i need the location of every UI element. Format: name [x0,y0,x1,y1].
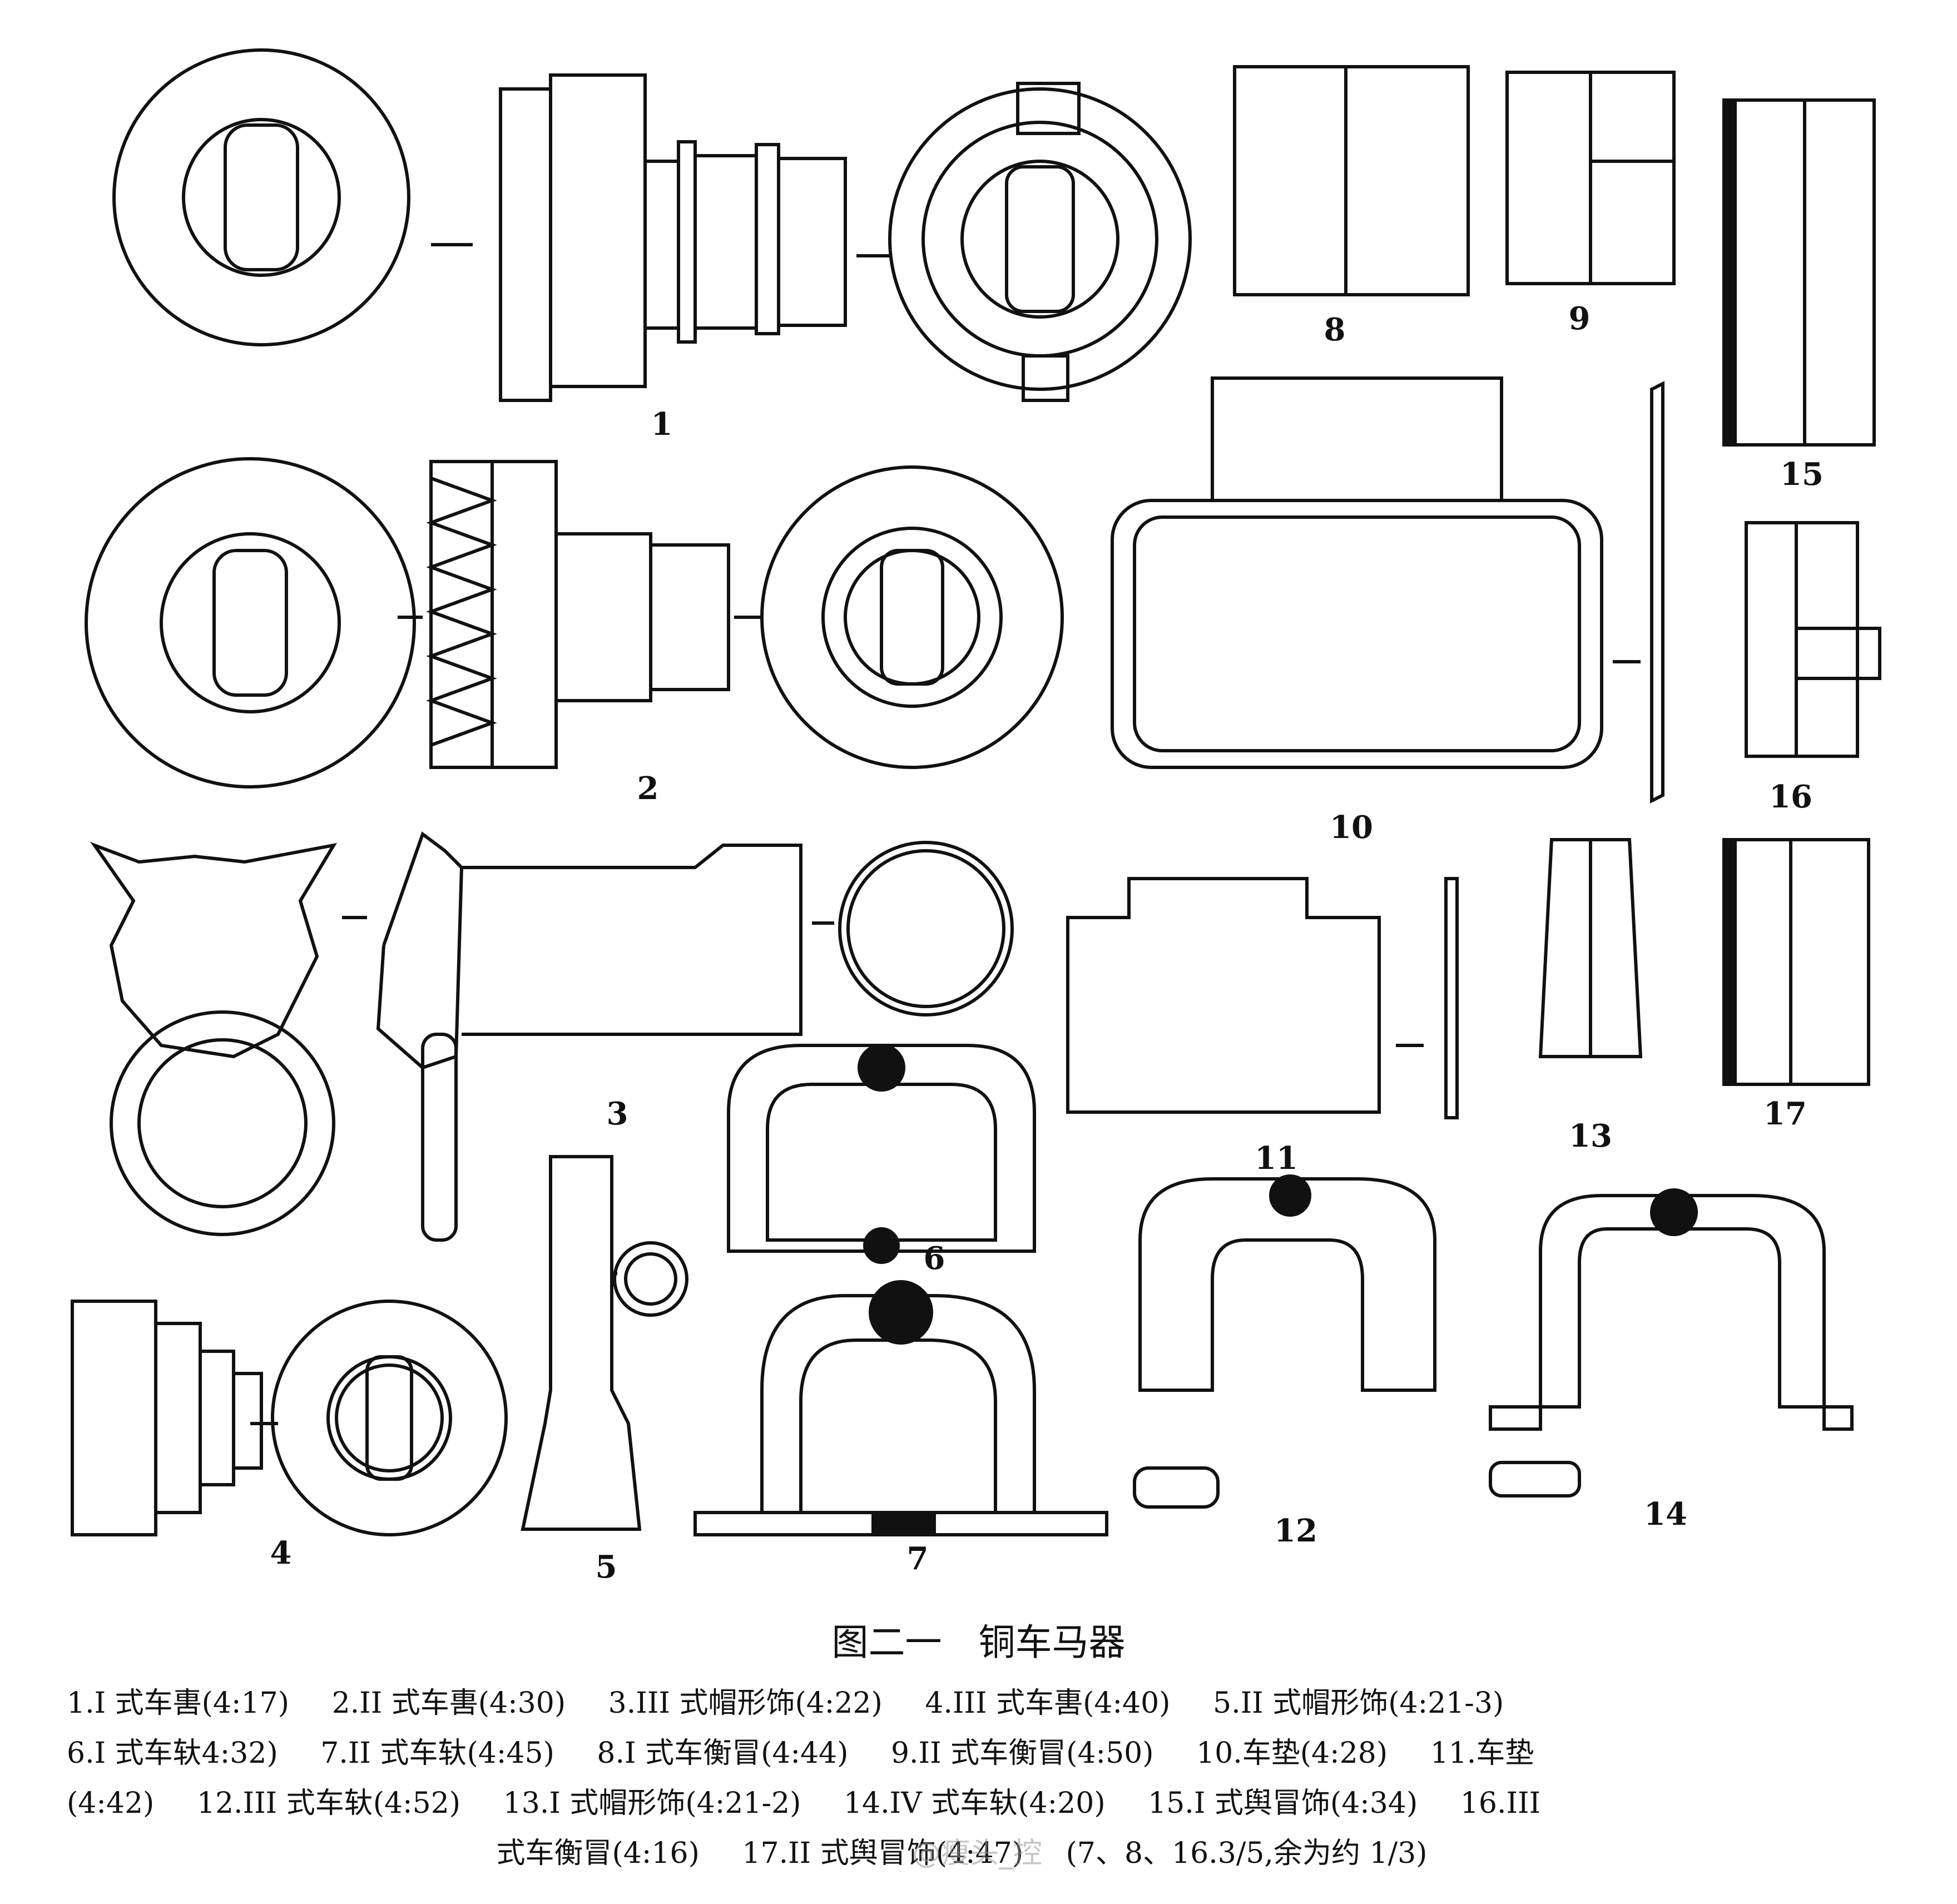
label-16: 16 [1769,779,1812,815]
caption-entry: 12.III 式车轪(4:52) [196,1787,461,1820]
caption-entry: 8.I 式车衡冒(4:44) [597,1737,849,1770]
caption-line-3: (4:42) 12.III 式车轪(4:52) 13.I 式帽形饰(4:21-2… [67,1779,1902,1821]
item-13-cap-ornament-drawing [1538,838,1643,1058]
caption-entry: 10.车垫(4:28) [1196,1737,1388,1770]
item-3-cap-ornament-drawing [90,831,1014,1242]
item-6-axle-fitting-drawing [727,1044,1036,1264]
caption-line-1: 1.I 式车軎(4:17) 2.II 式车軎(4:30) 3.III 式帽形饰(… [67,1679,1902,1721]
caption-line-2: 6.I 式车轪4:32) 7.II 式车轪(4:45) 8.I 式车衡冒(4:4… [67,1729,1902,1771]
label-8: 8 [1324,311,1346,348]
caption-entry: 13.I 式帽形饰(4:21-2) [503,1787,801,1820]
figure-title: 图二一 铜车马器 [831,1621,1126,1664]
caption-entry: (7、8、16.3/5,余为约 1/3) [1066,1837,1428,1870]
caption-entry: 7.II 式车轪(4:45) [320,1737,554,1770]
item-7-axle-fitting-drawing [693,1280,1108,1536]
label-9: 9 [1568,300,1591,337]
label-12: 12 [1274,1513,1317,1549]
item-4-axle-cap-drawing [71,1300,508,1536]
item-9-yoke-cap-drawing [1505,71,1676,285]
caption-entry: 17.II 式舆冒饰(4:47) [742,1837,1024,1870]
label-13: 13 [1569,1118,1612,1154]
watermark: @瘦头_控 [912,1837,1043,1870]
item-10-pad-drawing [1111,376,1664,804]
caption-entry: 15.I 式舆冒饰(4:34) [1148,1787,1418,1820]
caption-entry: 式车衡冒(4:16) [496,1837,700,1870]
label-4: 4 [270,1535,292,1571]
artifact-line-drawings [71,48,1881,1536]
caption-entry: 1.I 式车軎(4:17) [67,1687,290,1720]
label-11: 11 [1255,1140,1298,1177]
label-5: 5 [595,1549,617,1585]
label-10: 10 [1330,809,1373,846]
label-6: 6 [923,1240,945,1277]
caption-entry: 11.车垫 [1430,1737,1534,1770]
item-5-cap-ornament-drawing [521,1155,688,1531]
label-3: 3 [606,1095,628,1132]
caption-entry: (4:42) [67,1787,155,1820]
label-15: 15 [1780,456,1824,493]
item-11-pad-drawing [1066,877,1459,1119]
label-14: 14 [1644,1496,1687,1533]
label-7: 7 [906,1540,929,1577]
label-17: 17 [1763,1095,1807,1132]
caption-entry: 16.III [1460,1787,1541,1820]
item-16-yoke-cap-drawing [1745,521,1881,758]
caption-entry: 5.II 式帽形饰(4:21-3) [1212,1687,1504,1720]
caption-entry: 9.II 式车衡冒(4:50) [890,1737,1154,1770]
caption-line-4: 式车衡冒(4:16) 17.II 式舆冒饰(4:47) (7、8、16.3/5,… [0,1829,1957,1871]
item-12-axle-fitting-drawing [1133,1174,1436,1509]
item-15-box-cap-drawing [1722,98,1876,447]
item-8-yoke-cap-drawing [1233,65,1470,296]
caption-entry: 3.III 式帽形饰(4:22) [608,1687,883,1720]
caption-entry: 2.II 式车軎(4:30) [331,1687,566,1720]
item-14-axle-fitting-drawing [1489,1188,1854,1498]
item-1-axle-cap-drawing [112,48,1192,402]
item-17-box-cap-drawing [1722,838,1870,1086]
caption-entry: 4.III 式车軎(4:40) [925,1687,1171,1720]
caption-entry: 14.IV 式车轪(4:20) [843,1787,1106,1820]
label-2: 2 [637,770,659,807]
label-1: 1 [651,406,673,443]
item-2-axle-cap-drawing [85,457,1064,789]
caption-entry: 6.I 式车轪4:32) [67,1737,278,1770]
